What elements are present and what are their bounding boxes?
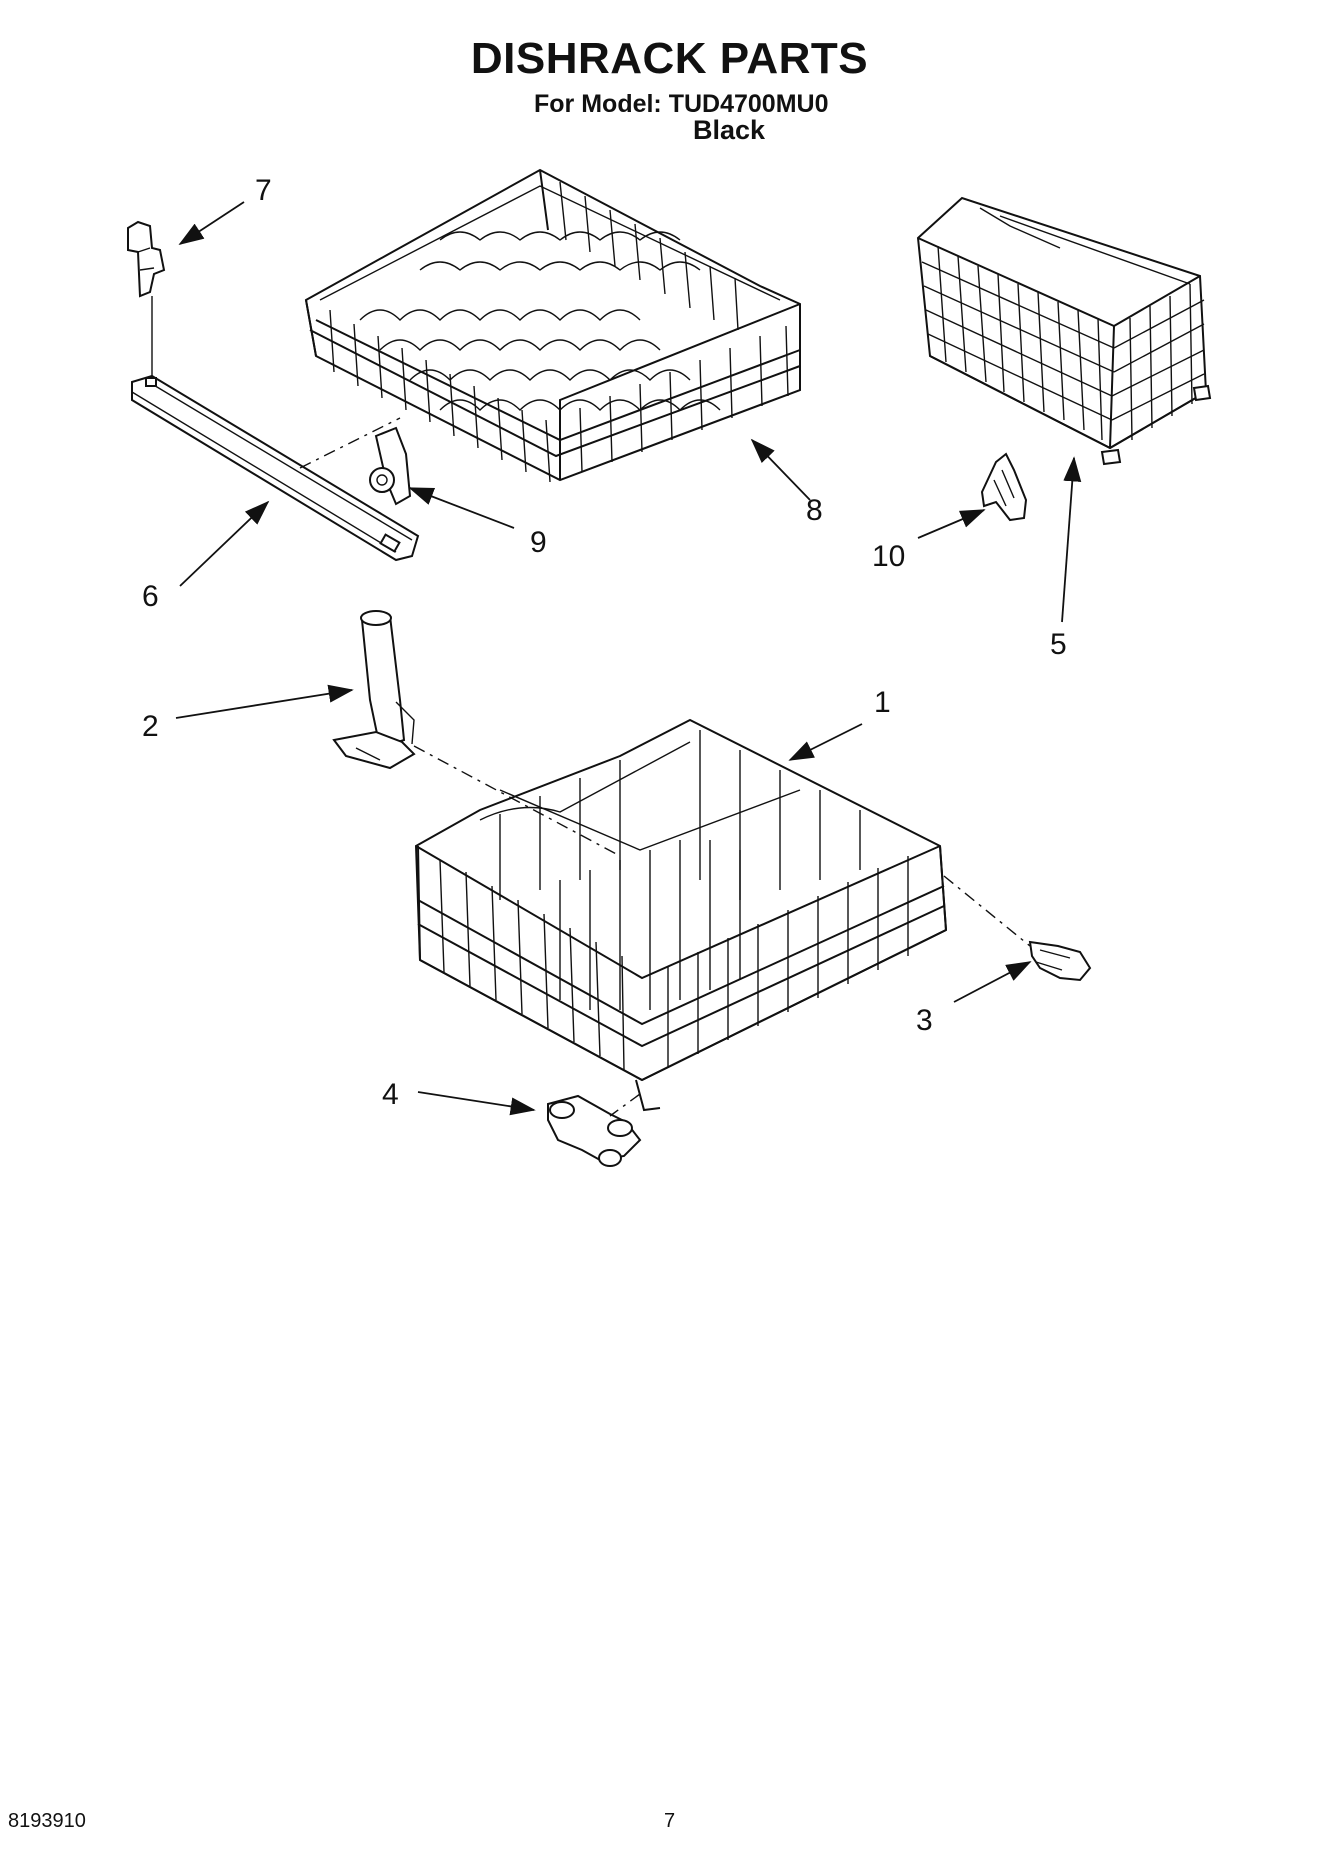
color-variant: Black xyxy=(693,115,766,145)
part-4-rack-wheel xyxy=(547,1094,642,1167)
callout-9: 9 xyxy=(530,526,547,559)
part-9-rack-adjuster xyxy=(369,426,412,506)
callout-7: 7 xyxy=(255,174,272,207)
part-2-center-tube xyxy=(332,610,416,770)
page-title: DISHRACK PARTS xyxy=(470,34,869,83)
part-8-upper-dishrack xyxy=(304,168,801,483)
part-5-silverware-basket xyxy=(916,196,1212,466)
alignment-lines xyxy=(299,417,1031,1117)
part-10-basket-clip xyxy=(980,452,1028,522)
part-7-rail-end-cap xyxy=(127,220,166,380)
callout-leaders xyxy=(175,201,1082,1116)
model-line: For Model: TUD4700MU0 xyxy=(534,90,829,118)
callout-6: 6 xyxy=(142,580,159,613)
part-3-rack-bumper xyxy=(1028,940,1092,982)
callout-8: 8 xyxy=(806,494,823,527)
callout-4: 4 xyxy=(382,1078,399,1111)
part-1-lower-dishrack xyxy=(414,718,948,1112)
callout-5: 5 xyxy=(1050,628,1067,661)
callout-numbers: 7 6 9 8 10 5 2 1 3 4 xyxy=(142,174,1067,1111)
callout-1: 1 xyxy=(874,686,891,719)
page-number: 7 xyxy=(664,1810,676,1832)
callout-2: 2 xyxy=(142,710,159,743)
part-6-rail xyxy=(131,374,420,562)
callout-10: 10 xyxy=(872,540,905,573)
document-number: 8193910 xyxy=(8,1810,86,1832)
callout-3: 3 xyxy=(916,1004,933,1037)
